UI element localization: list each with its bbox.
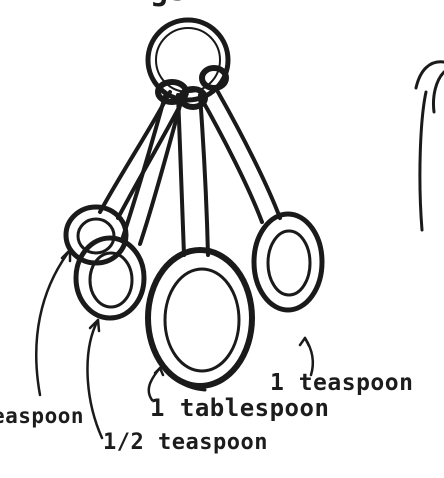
partial-figure-right-edge bbox=[416, 62, 444, 230]
teaspoon-spoon bbox=[200, 92, 322, 310]
quarter-teaspoon-spoon bbox=[66, 92, 185, 263]
quarter-teaspoon-label: easpoon bbox=[0, 406, 84, 427]
teaspoon-label: 1 teaspoon bbox=[270, 372, 413, 395]
half-teaspoon-label: 1/2 teaspoon bbox=[103, 432, 268, 454]
tablespoon-label: 1 tablespoon bbox=[150, 396, 329, 420]
